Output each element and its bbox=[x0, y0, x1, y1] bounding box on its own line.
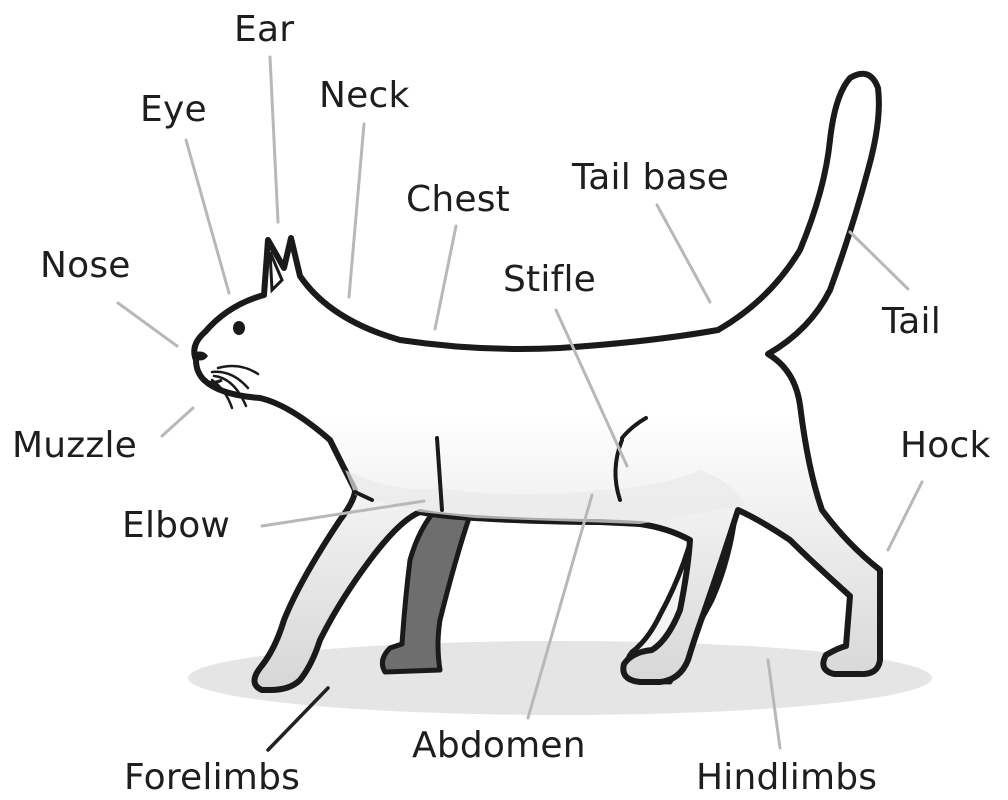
leader-ear bbox=[270, 57, 278, 222]
label-nose: Nose bbox=[40, 248, 131, 284]
label-neck: Neck bbox=[319, 78, 410, 114]
label-tail: Tail bbox=[882, 304, 941, 340]
label-abdomen: Abdomen bbox=[412, 728, 586, 764]
leader-eye bbox=[186, 140, 229, 293]
leader-nose bbox=[118, 303, 177, 346]
eye-icon bbox=[233, 321, 245, 335]
label-hindlimbs: Hindlimbs bbox=[696, 760, 877, 796]
label-tail-base: Tail base bbox=[572, 160, 729, 196]
leader-tail-base bbox=[657, 205, 710, 302]
leader-muzzle bbox=[162, 408, 193, 436]
cat-body bbox=[194, 74, 880, 690]
label-chest: Chest bbox=[406, 182, 510, 218]
label-elbow: Elbow bbox=[122, 508, 230, 544]
label-eye: Eye bbox=[140, 92, 207, 128]
leader-tail bbox=[850, 232, 908, 289]
leader-hock bbox=[888, 482, 922, 550]
leader-neck bbox=[349, 124, 364, 297]
label-forelimbs: Forelimbs bbox=[124, 760, 300, 796]
label-ear: Ear bbox=[234, 12, 294, 48]
label-hock: Hock bbox=[900, 428, 991, 464]
leader-chest bbox=[435, 226, 456, 329]
label-muzzle: Muzzle bbox=[12, 428, 137, 464]
label-stifle: Stifle bbox=[503, 262, 596, 298]
